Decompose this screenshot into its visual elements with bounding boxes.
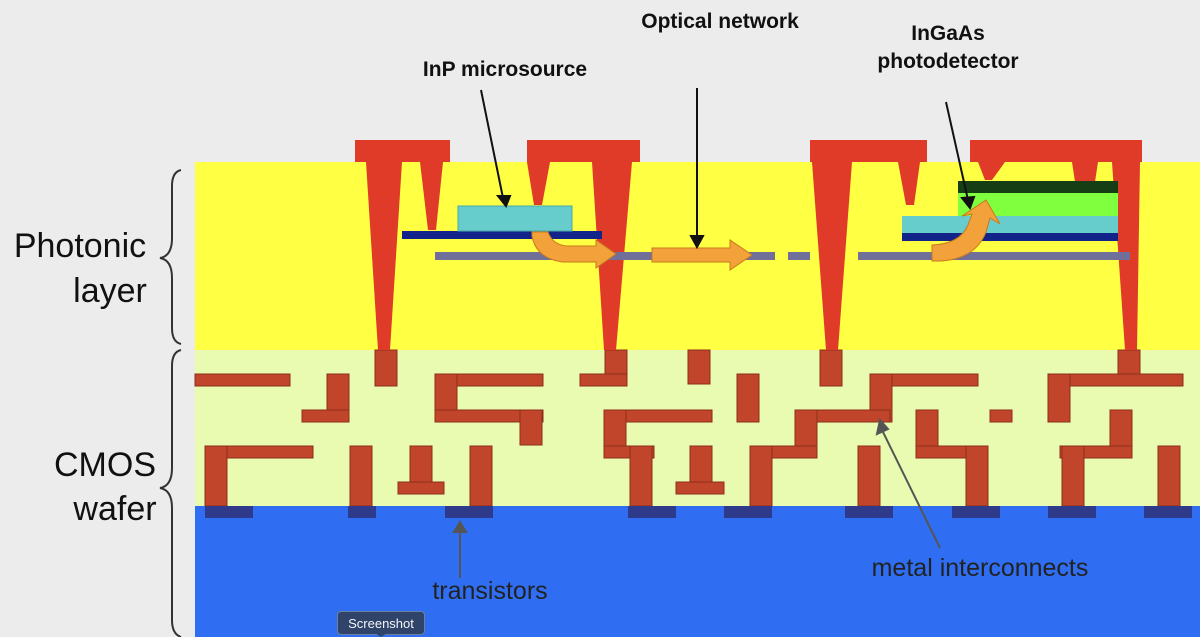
label-inp-microsource: InP microsource [423, 58, 587, 81]
photodetector-cyan-layer [902, 216, 1118, 233]
photodetector-bottom-bar [902, 233, 1118, 241]
label-transistors: transistors [432, 577, 547, 605]
inp-microsource-block [457, 205, 573, 232]
layer-braces [159, 169, 182, 637]
label-ingaas-line2: photodetector [877, 50, 1018, 73]
tooltip-tail [375, 633, 387, 637]
label-cmos-line2: wafer [72, 490, 156, 528]
photodetector-green-layer [958, 193, 1118, 216]
photodetector-dark-layer [958, 181, 1118, 193]
screenshot-tooltip: Screenshot [337, 611, 425, 635]
microsource-contact-bar [402, 231, 602, 239]
label-ingaas-line1: InGaAs [911, 22, 985, 45]
label-photonic-line2: layer [73, 272, 147, 310]
label-cmos-line1: CMOS [54, 446, 156, 484]
label-photonic-line1: Photonic [14, 227, 146, 265]
pointer-arrows [480, 88, 976, 250]
label-metal-interconnects: metal interconnects [872, 554, 1089, 582]
transistors [205, 506, 1192, 518]
light-arrows [531, 199, 1001, 271]
annotation-arrows [452, 417, 941, 578]
label-optical-network: Optical network [641, 10, 799, 33]
metal-contacts [355, 140, 1142, 350]
